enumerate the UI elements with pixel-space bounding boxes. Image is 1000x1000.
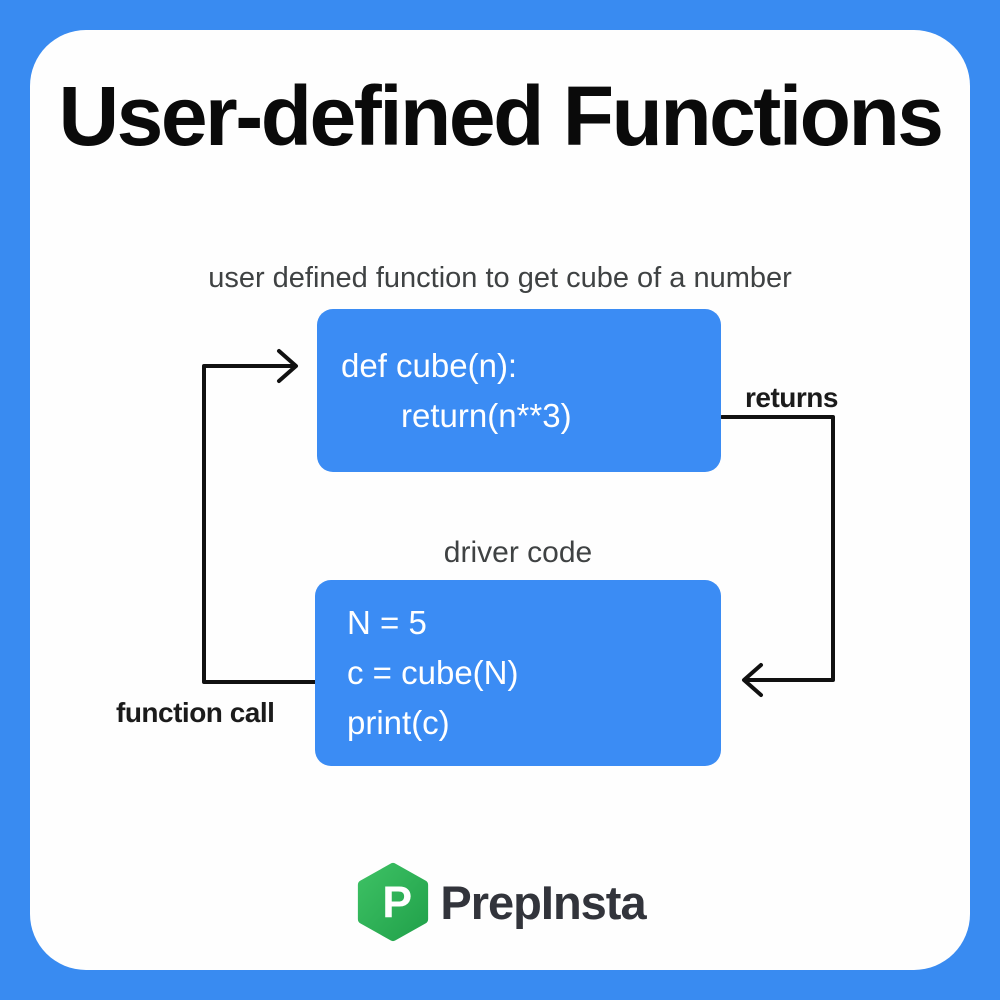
code-line: def cube(n): <box>341 346 518 384</box>
code-line: c = cube(N) <box>347 654 519 691</box>
page-title: User-defined Functions <box>58 69 944 163</box>
returns-label: returns <box>745 382 838 413</box>
svg-text:P: P <box>383 877 413 928</box>
code-line: print(c) <box>347 704 450 741</box>
code-line: N = 5 <box>347 604 427 641</box>
prepinsta-logo-icon: P <box>358 862 429 942</box>
code-line: return(n**3) <box>401 396 572 434</box>
brand-footer: P PrepInsta <box>0 862 1000 942</box>
function-code-box: def cube(n): return(n**3) <box>317 309 721 472</box>
diagram-caption: user defined function to get cube of a n… <box>208 262 792 294</box>
content-card <box>30 30 970 970</box>
function-call-label: function call <box>116 697 275 728</box>
driver-code-caption: driver code <box>443 536 593 569</box>
driver-code-box: N = 5 c = cube(N) print(c) <box>315 580 721 766</box>
brand-name: PrepInsta <box>440 875 646 929</box>
